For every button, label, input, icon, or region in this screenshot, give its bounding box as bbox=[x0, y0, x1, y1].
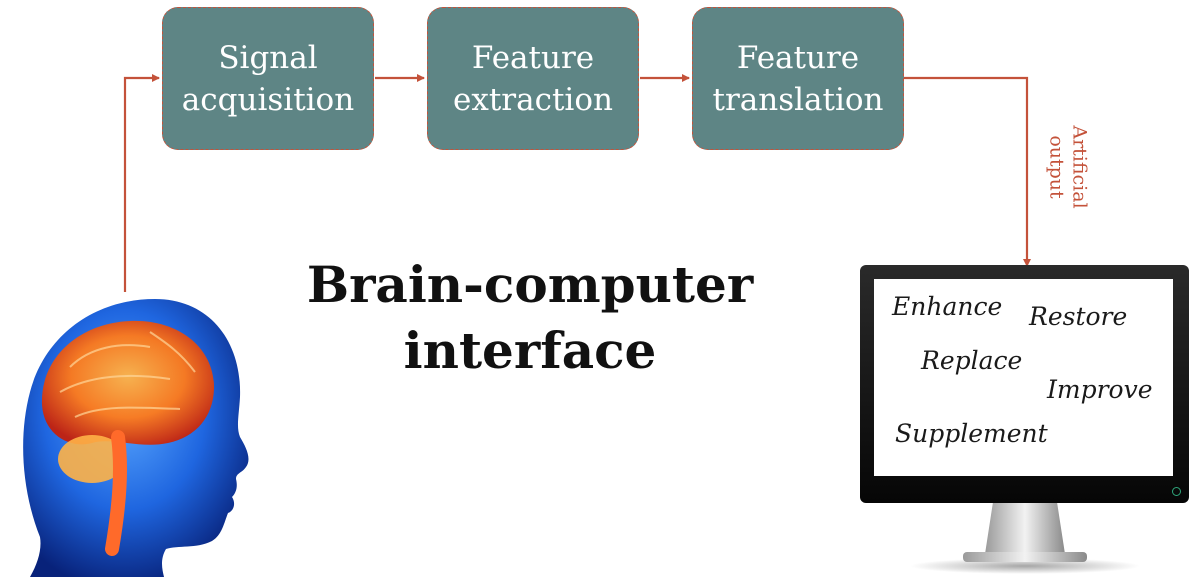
head-brain-icon bbox=[23, 299, 249, 577]
arrow-head-to-acquisition bbox=[123, 74, 160, 292]
screen-word-improve: Improve bbox=[1047, 375, 1153, 404]
brainstem-shape bbox=[105, 430, 127, 556]
power-icon bbox=[1172, 487, 1181, 496]
screen-word-replace: Replace bbox=[921, 346, 1023, 375]
arrow-translation-to-monitor bbox=[904, 76, 1031, 267]
diagram-title: Brain-computer interface bbox=[250, 252, 810, 384]
stage-feature-extraction: Feature extraction bbox=[427, 7, 639, 150]
screen-word-supplement: Supplement bbox=[895, 419, 1048, 448]
title-line-1: Brain-computer bbox=[306, 255, 754, 314]
monitor-screen bbox=[874, 279, 1173, 476]
screen-word-restore: Restore bbox=[1029, 302, 1128, 331]
stage-signal-acquisition: Signal acquisition bbox=[162, 7, 374, 150]
title-line-2: interface bbox=[403, 321, 657, 380]
output-label-wrapper: Artificial output bbox=[1036, 112, 1100, 222]
monitor-stand-icon bbox=[910, 502, 1140, 574]
stage-feature-translation: Feature translation bbox=[692, 7, 904, 150]
artificial-output-label: Artificial output bbox=[1046, 125, 1091, 209]
cerebellum-shape bbox=[58, 435, 126, 483]
screen-word-enhance: Enhance bbox=[892, 292, 1003, 321]
